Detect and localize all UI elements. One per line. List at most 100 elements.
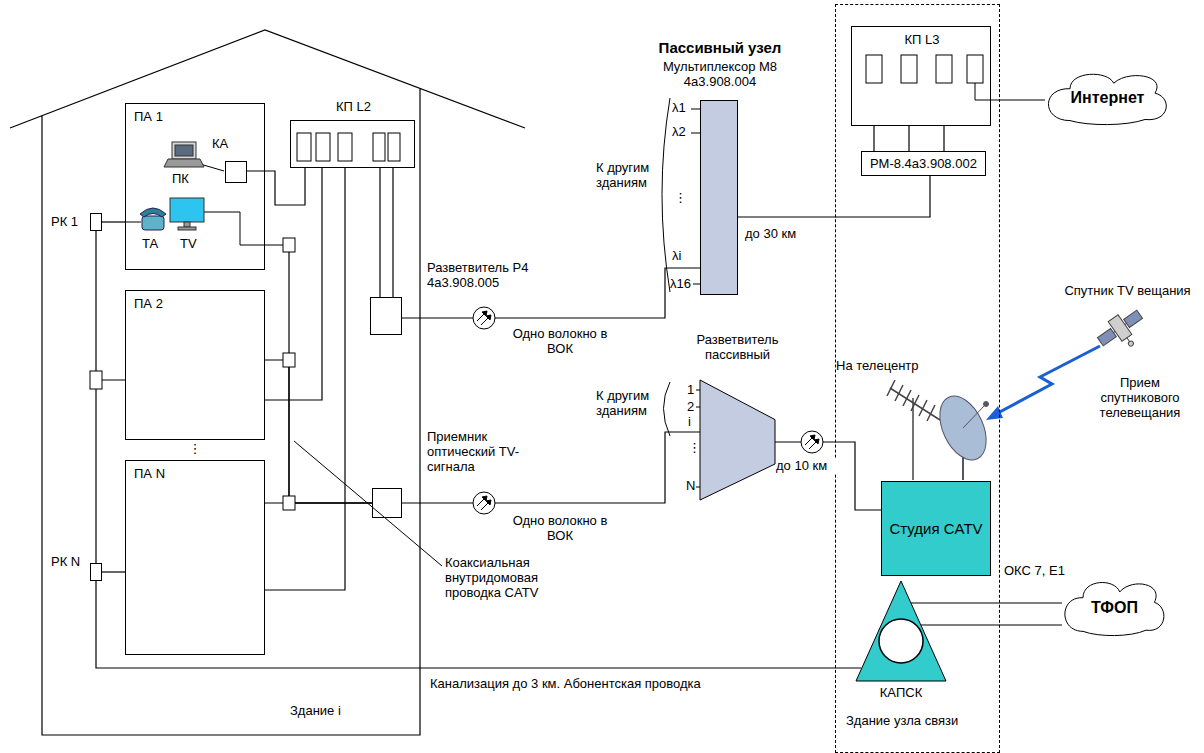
annotation: ⋮ (185, 441, 205, 456)
signal-arrow (996, 346, 1100, 414)
shape-outline (10, 28, 525, 740)
dish-icon (984, 402, 989, 407)
annotation: i (688, 414, 700, 429)
wire (204, 212, 265, 245)
annotation: λ2 (672, 124, 696, 139)
wire (102, 83, 990, 566)
wire (662, 98, 670, 292)
shape-outline (10, 30, 525, 735)
connector-label: Одно волокно в ВОК (510, 326, 610, 356)
network-cloud: ТФОП (1062, 578, 1167, 636)
node-text: ПА 1 (134, 109, 194, 124)
fiber-coil (801, 431, 823, 453)
annotation: Коаксиальная внутридомовая проводка CATV (445, 555, 575, 600)
node-text: Разветвитель Р4 4а3.908.005 (427, 260, 552, 290)
fiber-coil (801, 431, 823, 453)
annotation: λ16 (670, 276, 698, 291)
patch-port (388, 133, 400, 161)
annotation: К другим зданиям (596, 388, 660, 418)
dish-icon (962, 456, 964, 480)
annotation: Прием спутникового телевещания (1085, 375, 1195, 420)
connector-line (908, 126, 909, 151)
fiber-coil (805, 435, 819, 449)
antenna-icon (887, 380, 935, 421)
laptop-icon (164, 159, 204, 167)
patch-port (373, 133, 385, 161)
node-text: Здание i (290, 703, 380, 718)
annotation: На телецентр (836, 358, 926, 373)
equipment-box: Пассивный узелМультиплексор М8 4а3.908.0… (700, 100, 738, 295)
laptop-icon (164, 142, 204, 167)
phone-icon (140, 208, 166, 217)
annotation: TV (180, 236, 205, 251)
connector-line (911, 602, 1062, 603)
connector-line (921, 624, 1062, 625)
connector-line (943, 126, 944, 151)
equipment-box: КП L3 (851, 26, 991, 126)
coax-tap (283, 238, 295, 252)
tv-icon (184, 222, 190, 227)
fiber-coil (473, 492, 495, 514)
signal-arrow (986, 406, 1003, 420)
wire (664, 382, 671, 436)
tv-icon (170, 198, 204, 230)
patch-port (297, 55, 983, 161)
tv-icon (178, 227, 196, 230)
signal-arrow (986, 346, 1100, 420)
annotation: ⋮ (688, 440, 700, 455)
fiber-coil (473, 307, 823, 514)
shape-outline (1065, 582, 1164, 635)
node-text: КАПСК (846, 685, 956, 700)
connector-line (102, 571, 125, 572)
dish-icon (931, 389, 996, 480)
fiber-coil (810, 435, 819, 444)
fiber-coil (477, 311, 491, 325)
equipment-box: РК 1 (90, 213, 102, 231)
annotation: К другим зданиям (596, 160, 660, 190)
connector-line (265, 168, 322, 400)
shape-outline (700, 380, 775, 500)
node-text: Пассивный узел (620, 39, 820, 57)
antenna-icon (912, 398, 914, 480)
node-text: КП L2 (291, 99, 416, 114)
splitter-shape: Разветвитель пассивный (700, 380, 775, 500)
annotation: Спутник TV вещания (1055, 283, 1200, 298)
switch-triangle: КАПСК (856, 581, 946, 681)
laptop-icon (172, 142, 196, 159)
patch-port (936, 55, 952, 83)
annotation: ТА (142, 236, 167, 251)
node-text: ТФОП (1091, 598, 1138, 617)
annotation: N (686, 478, 698, 493)
satellite-icon (1093, 304, 1152, 359)
connector-line (738, 176, 930, 217)
node-text: Мультиплексор М8 4а3.908.004 (655, 59, 785, 89)
dish-icon (931, 389, 996, 468)
equipment-box: КП L2 (290, 120, 415, 168)
shape-outline (856, 581, 946, 681)
shape-outline (700, 380, 775, 500)
equipment-box: Студия CATV (881, 481, 991, 576)
satellite-icon (1124, 310, 1143, 327)
satellite-icon (1113, 323, 1136, 347)
equipment-box: КА (225, 161, 247, 183)
connector-line (265, 360, 372, 503)
annotation: λ1 (672, 100, 696, 115)
connector-line (392, 168, 393, 297)
shape-outline (1048, 74, 1166, 124)
equipment-box: Приемник оптический TV-сигнала (372, 488, 402, 518)
equipment-box: РК N (90, 563, 102, 581)
connector-line (775, 442, 881, 510)
coax-tap (283, 496, 295, 510)
wire (691, 109, 700, 487)
dish-icon (963, 404, 986, 428)
annotation: 1 (687, 382, 699, 397)
node-text: КА (212, 136, 242, 151)
annotation: ПК (172, 171, 202, 186)
connector-label: до 30 км (745, 226, 815, 241)
node-text: КП L3 (852, 32, 992, 47)
connector-line (873, 126, 874, 151)
equipment-box: Разветвитель Р4 4а3.908.005 (370, 297, 402, 335)
